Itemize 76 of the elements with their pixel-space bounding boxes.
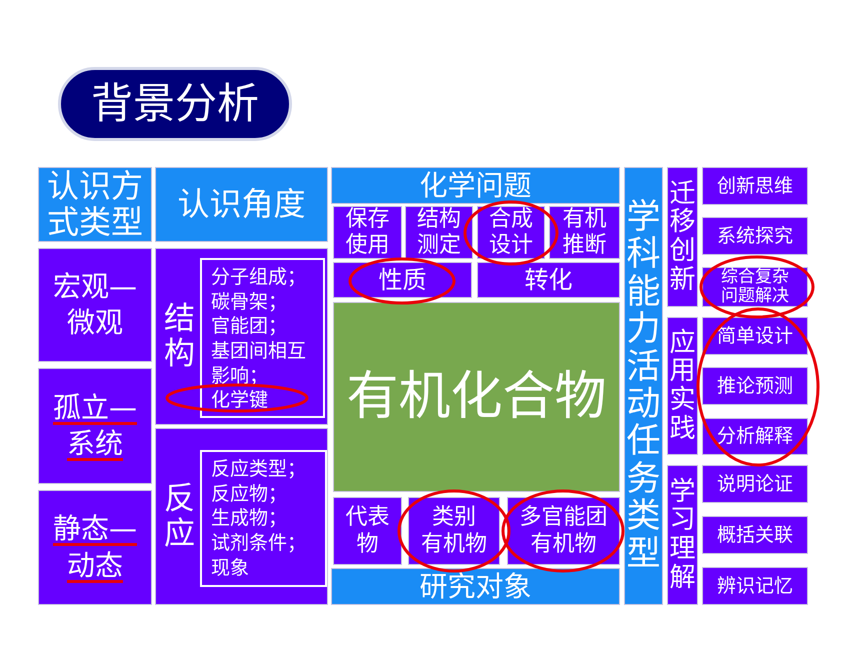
item-panel [702,418,808,455]
heading-panel [331,568,620,605]
item-panel [702,465,808,503]
item-label: 代表物 [346,504,390,558]
heading-text: 认识角度 [178,185,306,224]
item-panel [702,367,808,405]
item-panel [702,167,808,205]
item-label: 分析解释 [717,425,793,448]
item-label: 转化 [524,266,572,294]
heading-panel [624,167,663,605]
item-label: 孤立—系统 [52,390,138,462]
item-label: 说明论证 [717,472,793,496]
item-panel [549,206,620,259]
list-frame [200,450,327,587]
item-label: 宏观—微观 [52,268,138,341]
item-label: 迁移创新 [670,180,696,294]
item-label: 结构 [164,302,195,371]
item-label: 推论预测 [717,374,793,398]
item-panel [702,267,808,307]
item-panel [702,217,808,255]
item-panel [333,262,472,298]
heading-panel [155,167,328,242]
item-panel [405,206,473,259]
item-label: 有机推断 [562,207,606,258]
item-panel [38,490,152,605]
list-item: 现象 [211,556,249,580]
center-label: 有机化合物 [346,366,606,428]
item-label: 结构测定 [417,207,461,258]
item-label: 创新思维 [717,174,793,198]
item-panel [667,317,698,455]
list-frame [200,258,325,418]
heading-panel [331,167,620,204]
item-label: 类别有机物 [421,504,487,558]
item-label: 保存使用 [346,207,390,258]
center-panel [333,302,620,492]
item-label: 性质 [378,266,426,294]
item-panel [38,368,152,484]
list-item: 分子组成； [211,265,306,290]
item-panel [702,317,808,355]
list-item: 反应类型； [211,457,306,482]
item-panel [155,248,328,425]
list-item: 试剂条件； [211,531,306,556]
item-label: 简单设计 [717,324,793,348]
item-panel [667,167,698,307]
item-panel [38,248,152,362]
item-panel [477,262,620,298]
title-banner: 背景分析 [58,67,292,141]
item-label: 系统探究 [717,224,793,248]
item-panel [333,497,402,565]
heading-text: 化学问题 [420,168,532,202]
item-panel [667,465,698,605]
item-label: 反应 [164,482,195,551]
item-panel [702,516,808,554]
item-label: 综合复杂问题解决 [721,268,789,306]
item-label: 多官能团有机物 [520,504,608,558]
item-panel [507,497,620,565]
heading-panel [38,167,152,242]
item-label: 辨识记忆 [717,574,793,598]
list-item: 官能团； [211,314,287,340]
list-item: 反应物； [211,482,287,506]
list-item: 碳骨架； [211,290,287,314]
heading-text: 学科能力活动任务类型 [626,199,660,573]
item-label: 学习理解 [670,478,696,592]
heading-text: 认识方式类型 [47,169,143,240]
item-label: 合成设计 [489,207,533,258]
item-label: 应用实践 [670,328,696,444]
heading-text: 研究对象 [420,570,532,604]
item-panel [333,206,402,259]
list-item: 化学键 [211,388,268,414]
item-panel [702,567,808,605]
item-label: 概括关联 [717,524,793,546]
item-panel [408,497,500,565]
list-item: 生成物； [211,506,287,532]
item-label: 静态—动态 [52,511,138,584]
item-panel [477,206,545,259]
item-panel [155,428,328,605]
